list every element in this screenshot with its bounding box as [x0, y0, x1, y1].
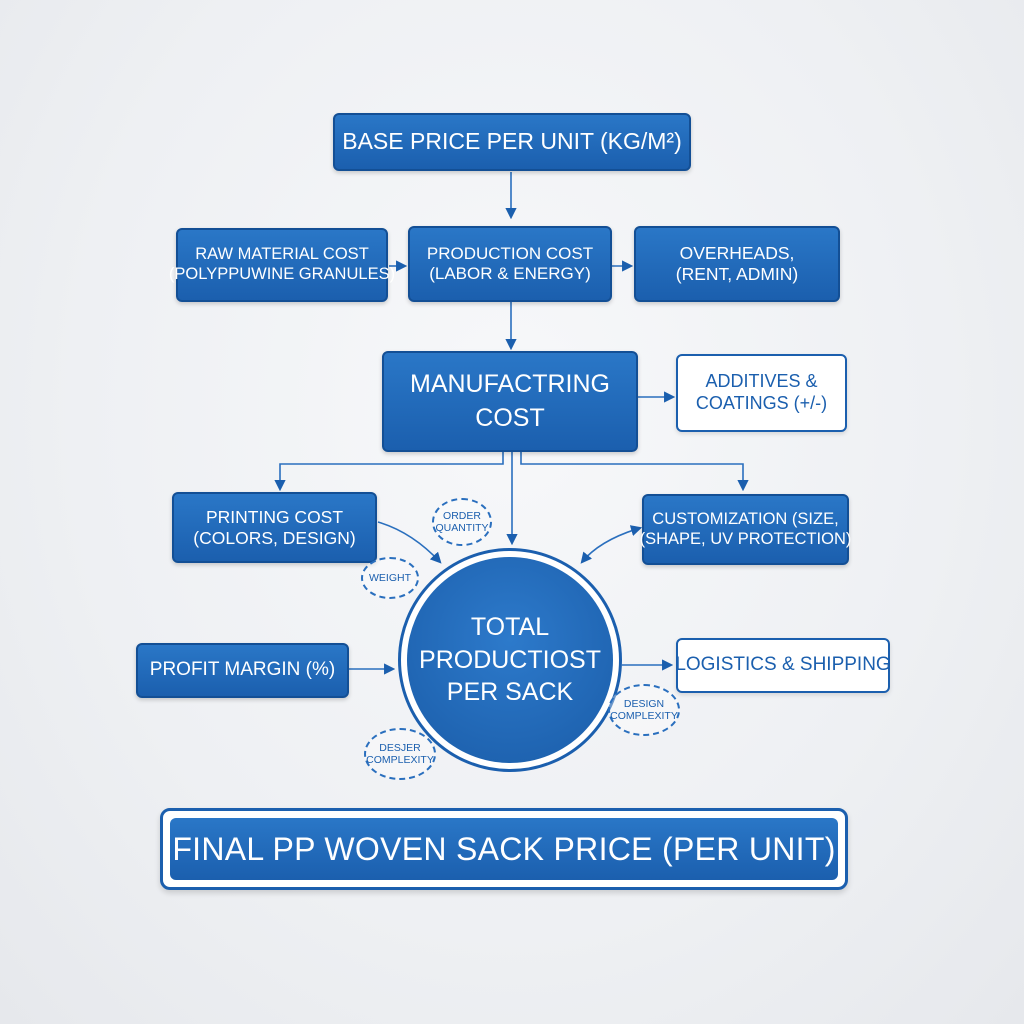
total-cost-label-1: TOTAL — [470, 613, 550, 642]
additives-label: ADDITIVES & — [705, 371, 818, 392]
desjer-complexity-line-1: DESJER — [379, 741, 421, 754]
final-price-label: FINAL PP WOVEN SACK PRICE (PER UNIT) — [172, 830, 836, 867]
production-cost-node: PRODUCTION COST (LABOR & ENERGY) — [408, 226, 612, 302]
order-quantity-tag: ORDER QUANTITY — [432, 498, 492, 546]
arrow-customization-to-total — [580, 525, 643, 564]
total-cost-label-3: PER SACK — [446, 678, 574, 707]
final-price-banner: FINAL PP WOVEN SACK PRICE (PER UNIT) — [170, 818, 838, 880]
manufacturing-cost-sublabel: COST — [475, 403, 545, 432]
profit-margin-node: PROFIT MARGIN (%) — [136, 643, 349, 698]
base-price-label: BASE PRICE PER UNIT (KG/M²) — [342, 128, 682, 155]
weight-label: WEIGHT — [369, 571, 411, 584]
raw-material-sublabel: (POLYPPUWINE GRANULES) — [168, 265, 396, 283]
total-cost-label-2: PRODUCTIOST — [419, 645, 601, 674]
manufacturing-cost-label: MANUFACTRING — [410, 369, 610, 398]
base-price-node: BASE PRICE PER UNIT (KG/M²) — [333, 113, 691, 171]
manufacturing-cost-node: MANUFACTRING COST — [382, 351, 638, 452]
total-cost-node: TOTAL PRODUCTIOST PER SACK — [407, 557, 613, 763]
production-cost-label: PRODUCTION COST — [426, 243, 594, 263]
overheads-label: OVERHEADS, — [679, 243, 795, 263]
design-complexity-line-1: DESIGN — [623, 697, 665, 710]
design-complexity-line-2: COMPLEXITY — [610, 710, 678, 722]
arrow-printing-to-total — [377, 521, 442, 564]
desjer-complexity-tag: DESJER COMPLEXITY — [364, 728, 436, 780]
raw-material-node: RAW MATERIAL COST (POLYPPUWINE GRANULES) — [169, 228, 395, 302]
desjer-complexity-line-2: COMPLEXITY — [366, 754, 434, 766]
weight-tag: WEIGHT — [361, 557, 419, 599]
printing-cost-node: PRINTING COST (COLORS, DESIGN) — [172, 492, 377, 563]
customization-node: CUSTOMIZATION (SIZE, (SHAPE, UV PROTECTI… — [639, 494, 852, 565]
order-quantity-line-1: ORDER — [443, 509, 481, 522]
raw-material-label: RAW MATERIAL COST — [195, 245, 369, 264]
customization-label: CUSTOMIZATION (SIZE, — [652, 509, 839, 528]
order-quantity-line-2: QUANTITY — [435, 522, 489, 534]
design-complexity-tag: DESIGN COMPLEXITY — [608, 684, 680, 736]
printing-cost-sublabel: (COLORS, DESIGN) — [193, 527, 356, 548]
arrow-manufacturing-to-customization — [520, 452, 749, 492]
production-cost-sublabel: (LABOR & ENERGY) — [429, 264, 591, 283]
overheads-sublabel: (RENT, ADMIN) — [675, 264, 799, 284]
printing-cost-label: PRINTING COST — [205, 506, 344, 527]
additives-node: ADDITIVES & COATINGS (+/-) — [676, 354, 847, 432]
profit-margin-label: PROFIT MARGIN (%) — [149, 659, 336, 681]
logistics-label: LOGISTICS & SHIPPING — [675, 654, 891, 676]
overheads-node: OVERHEADS, (RENT, ADMIN) — [634, 226, 840, 302]
additives-sublabel: COATINGS (+/-) — [695, 393, 828, 413]
logistics-node: LOGISTICS & SHIPPING — [675, 638, 891, 693]
customization-sublabel: (SHAPE, UV PROTECTION) — [639, 529, 852, 548]
arrow-manufacturing-to-printing — [274, 452, 504, 492]
